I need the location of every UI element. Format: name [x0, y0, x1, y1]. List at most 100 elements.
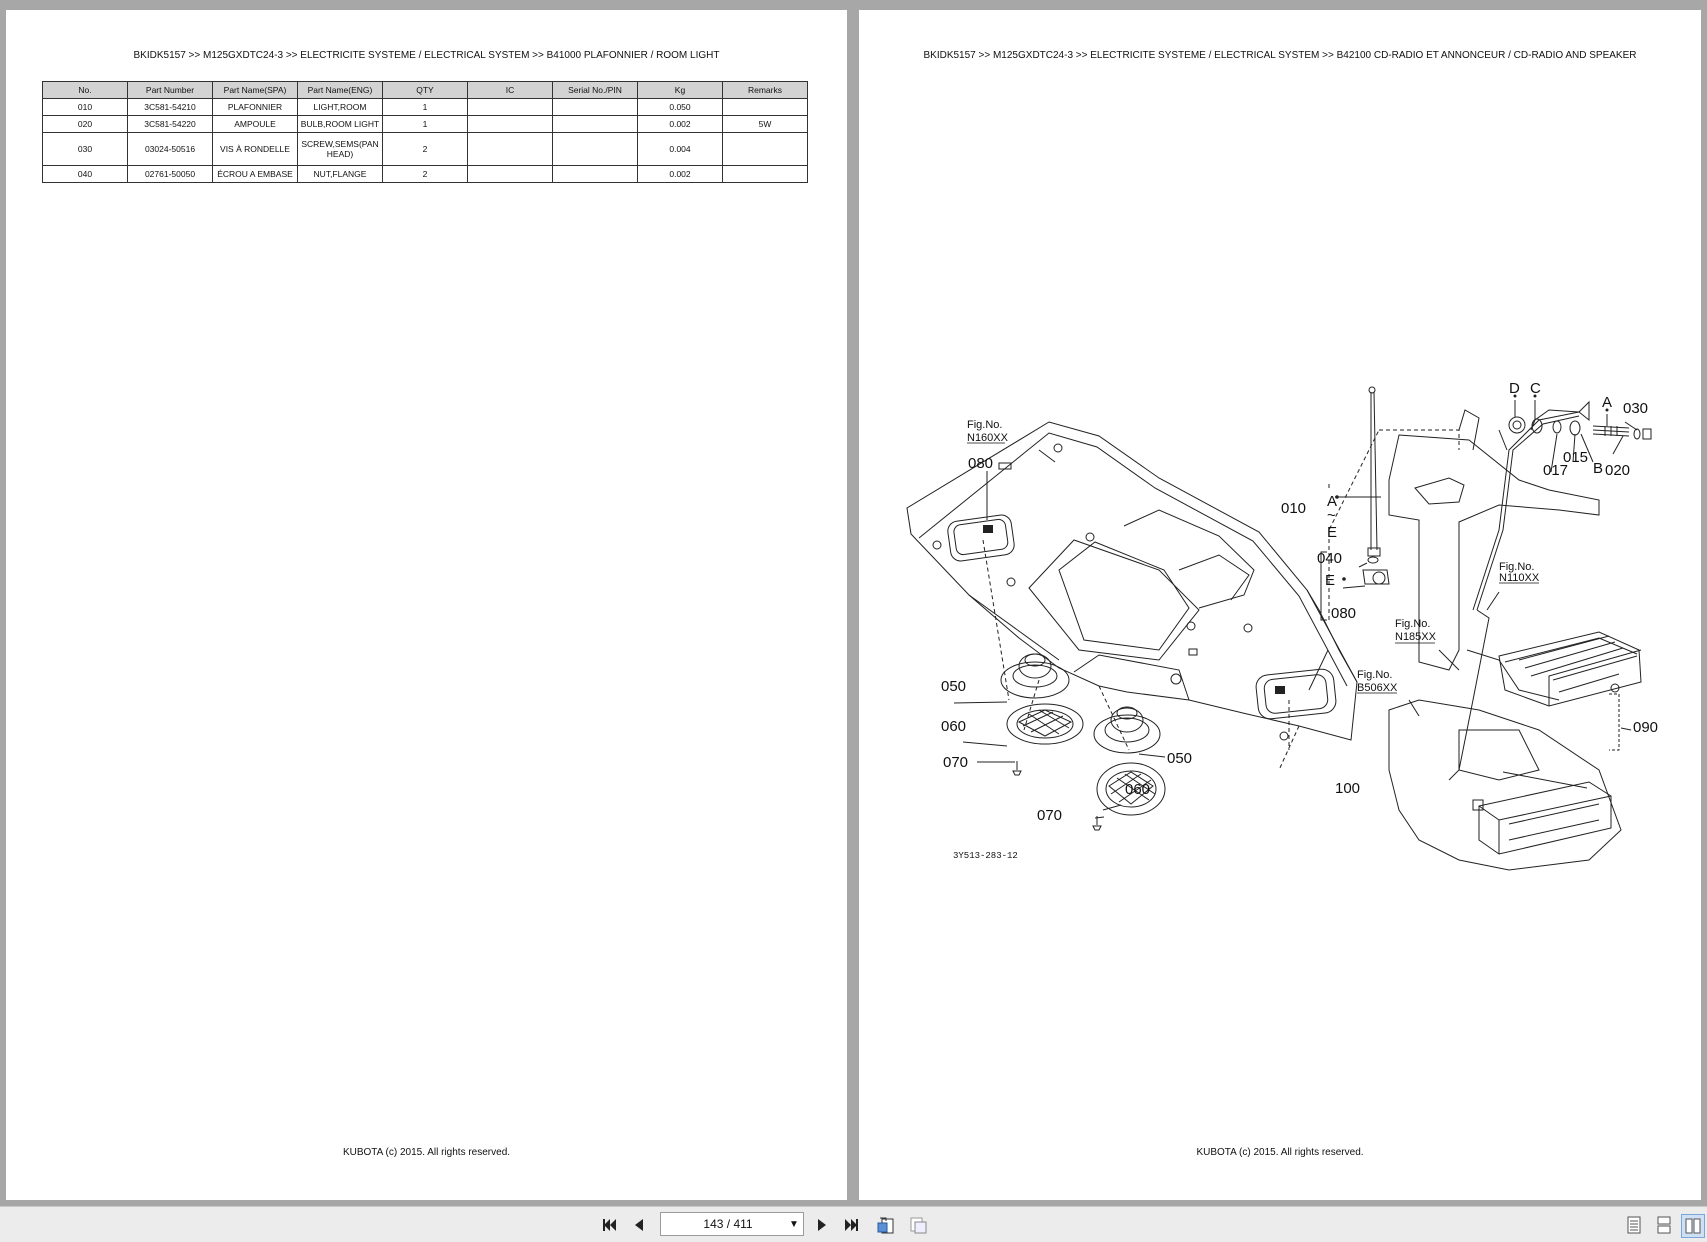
fig-ref-leader	[1486, 591, 1500, 611]
cell-serial	[552, 115, 638, 133]
cell-ic	[467, 115, 553, 133]
range-letter-mid: ~	[1327, 507, 1336, 524]
cell-part-number: 3C581-54210	[127, 98, 213, 116]
room-light-fixture-left	[983, 525, 993, 533]
table-header-row: No. Part Number Part Name(SPA) Part Name…	[42, 81, 808, 99]
callout-080: 080	[968, 455, 993, 472]
antenna-drawing	[1362, 386, 1390, 585]
grille-left	[1006, 703, 1084, 745]
cell-name-eng: NUT,FLANGE	[297, 165, 383, 183]
cell-serial	[552, 132, 638, 166]
table-row: 010 3C581-54210 PLAFONNIER LIGHT,ROOM 1 …	[42, 98, 808, 116]
cell-no: 030	[42, 132, 128, 166]
fig-label: Fig.No.	[1357, 669, 1392, 681]
cell-name-spa: VIS À RONDELLE	[212, 132, 298, 166]
facing-pages-view-icon[interactable]	[1681, 1214, 1705, 1238]
viewer-toolbar: 143 / 411 ▼	[0, 1206, 1707, 1242]
page-indicator-text: 143 / 411	[703, 1217, 753, 1231]
grille-right	[1096, 762, 1166, 816]
callout-080: 080	[1331, 605, 1356, 622]
parts-table: No. Part Number Part Name(SPA) Part Name…	[42, 81, 808, 183]
callout-010: 010	[1281, 500, 1306, 517]
fig-ref-leader	[1438, 649, 1460, 671]
range-letter-bot: E	[1327, 524, 1337, 541]
fig-ref-n110: N110XX	[1499, 572, 1540, 584]
column-header: Serial No./PIN	[552, 81, 638, 99]
cell-qty: 2	[382, 132, 468, 166]
cell-ic	[467, 132, 553, 166]
column-header: Kg	[637, 81, 723, 99]
table-row: 030 03024-50516 VIS À RONDELLE SCREW,SEM…	[42, 132, 808, 166]
fig-ref-n160: N160XX	[967, 432, 1009, 444]
cell-no: 010	[42, 98, 128, 116]
cell-remarks	[722, 98, 808, 116]
speaker-right	[1093, 706, 1161, 754]
cd-radio-drawing	[1498, 631, 1642, 707]
single-page-view-icon[interactable]	[1623, 1214, 1645, 1236]
callout-017: 017	[1543, 462, 1568, 479]
callout-050: 050	[1167, 750, 1192, 767]
cell-name-eng: BULB,ROOM LIGHT	[297, 115, 383, 133]
left-page-footer: KUBOTA (c) 2015. All rights reserved.	[342, 1147, 511, 1158]
next-page-icon[interactable]	[811, 1214, 833, 1236]
callout-030: 030	[1623, 400, 1648, 417]
cell-ic	[467, 165, 553, 183]
cell-remarks	[722, 132, 808, 166]
left-page: BKIDK5157 >> M125GXDTC24-3 >> ELECTRICIT…	[6, 10, 847, 1200]
column-header: Remarks	[722, 81, 808, 99]
callout-090: 090	[1633, 719, 1658, 736]
fig-ref-b506: B506XX	[1357, 682, 1398, 694]
antenna-mount-hardware	[1508, 416, 1652, 440]
cell-name-spa: AMPOULE	[212, 115, 298, 133]
callout-015: 015	[1563, 449, 1588, 466]
callout-070: 070	[943, 754, 968, 771]
callout-060: 060	[1125, 781, 1150, 798]
cell-part-number: 3C581-54220	[127, 115, 213, 133]
last-page-icon[interactable]	[841, 1214, 863, 1236]
room-light-fixture-right	[1275, 686, 1285, 694]
parts-exploded-diagram: Fig.No. N160XX Fig.No. N110XX Fig.No. N1…	[906, 380, 1658, 871]
first-page-icon[interactable]	[598, 1214, 620, 1236]
callout-leaders	[953, 400, 1638, 819]
table-row: 040 02761-50050 ÉCROU A EMBASE NUT,FLANG…	[42, 165, 808, 183]
letter-e: E	[1325, 572, 1335, 589]
continuous-view-icon[interactable]	[1653, 1214, 1675, 1236]
letter-b: B	[1593, 460, 1603, 477]
letter-c: C	[1530, 380, 1541, 397]
column-header: IC	[467, 81, 553, 99]
fig-ref-leader	[1038, 449, 1056, 463]
cell-serial	[552, 98, 638, 116]
column-header: Part Name(SPA)	[212, 81, 298, 99]
column-header: QTY	[382, 81, 468, 99]
range-letter-top: A	[1327, 493, 1337, 510]
callout-020: 020	[1605, 462, 1630, 479]
cell-remarks: 5W	[722, 115, 808, 133]
fig-label: Fig.No.	[1499, 561, 1534, 573]
rotate-page-icon[interactable]	[875, 1214, 897, 1236]
right-page-header: BKIDK5157 >> M125GXDTC24-3 >> ELECTRICIT…	[923, 50, 1637, 61]
right-page: BKIDK5157 >> M125GXDTC24-3 >> ELECTRICIT…	[859, 10, 1701, 1200]
cell-qty: 1	[382, 98, 468, 116]
previous-page-icon[interactable]	[628, 1214, 650, 1236]
left-page-header: BKIDK5157 >> M125GXDTC24-3 >> ELECTRICIT…	[133, 50, 720, 61]
letter-d: D	[1509, 380, 1520, 397]
letter-a: A	[1602, 394, 1612, 411]
cell-serial	[552, 165, 638, 183]
speaker-left	[1000, 653, 1070, 699]
chevron-down-icon[interactable]: ▼	[789, 1218, 799, 1230]
cell-name-spa: PLAFONNIER	[212, 98, 298, 116]
cell-name-eng: SCREW,SEMS(PAN HEAD)	[297, 132, 383, 166]
callout-070: 070	[1037, 807, 1062, 824]
cell-kg: 0.004	[637, 132, 723, 166]
page-number-input[interactable]: 143 / 411 ▼	[660, 1212, 804, 1236]
cell-name-eng: LIGHT,ROOM	[297, 98, 383, 116]
copy-page-icon[interactable]	[907, 1214, 929, 1236]
cell-kg: 0.050	[637, 98, 723, 116]
column-header: Part Name(ENG)	[297, 81, 383, 99]
cell-qty: 1	[382, 115, 468, 133]
right-page-footer: KUBOTA (c) 2015. All rights reserved.	[1196, 1147, 1364, 1158]
cell-kg: 0.002	[637, 115, 723, 133]
column-header: No.	[42, 81, 128, 99]
cell-ic	[467, 98, 553, 116]
callout-100: 100	[1335, 780, 1360, 797]
